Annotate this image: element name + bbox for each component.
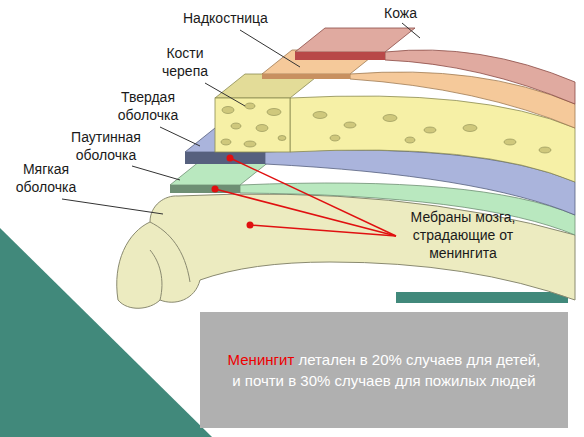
arachnoid-front	[170, 185, 240, 193]
decor-bar	[396, 292, 568, 303]
part-label: Надкостница	[183, 9, 283, 27]
skin-band	[385, 50, 575, 104]
part-label: Кости черепа	[150, 44, 220, 80]
bone-front	[215, 98, 290, 152]
part-label: Кожа	[384, 4, 424, 22]
bone-pores	[221, 103, 551, 153]
part-label: Твердая оболочка	[108, 88, 188, 124]
brain-gyri	[150, 222, 190, 300]
highlight-word: Менингит	[228, 351, 295, 368]
part-label: Паутинная оболочка	[58, 128, 154, 164]
note-text: Менингитлетален в 20% случаев для детей,…	[224, 349, 544, 391]
dura-front	[185, 152, 265, 164]
leader-lines	[62, 23, 420, 214]
brain-surface	[117, 194, 575, 308]
skin-front	[295, 52, 385, 60]
callout-dots	[212, 155, 254, 229]
periosteum-front	[262, 74, 350, 79]
arachnoid-top	[170, 161, 270, 185]
part-label: Мебраны мозга, страдающие от менингита	[388, 208, 538, 262]
callout-lines	[215, 158, 396, 236]
skin-top	[295, 28, 415, 52]
note-box: Менингитлетален в 20% случаев для детей,…	[200, 312, 568, 428]
part-label: Мягкая оболочка	[4, 160, 88, 196]
